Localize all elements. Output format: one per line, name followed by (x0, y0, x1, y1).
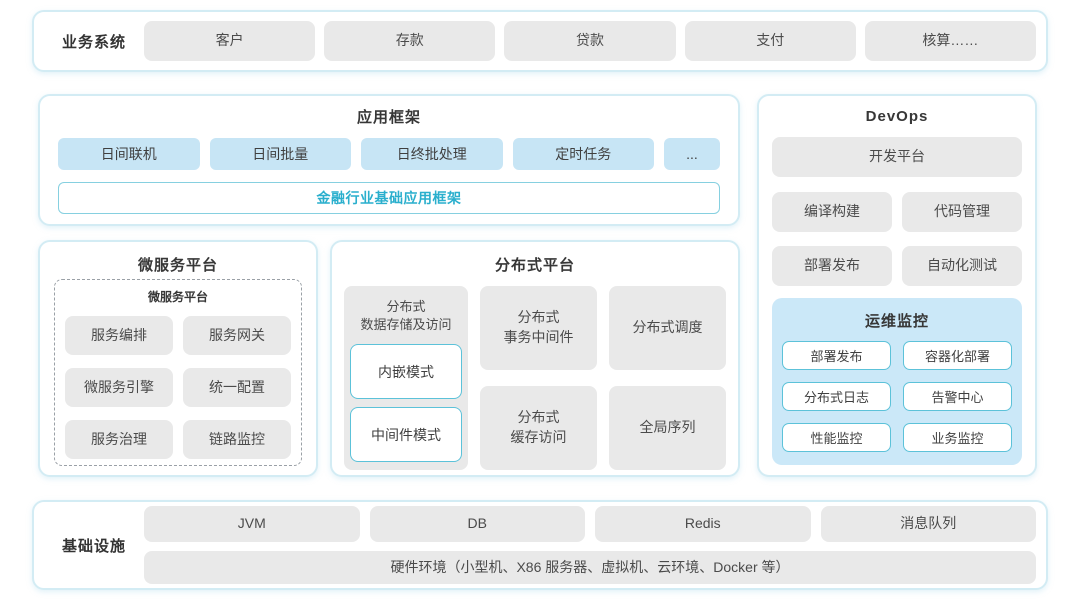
infra-item-redis: Redis (595, 506, 811, 542)
devops-panel: DevOps 开发平台 编译构建 代码管理 部署发布 自动化测试 运维监控 部署… (757, 94, 1037, 477)
app-framework-items: 日间联机 日间批量 日终批处理 定时任务 ... (58, 138, 720, 170)
ms-item-unified-config: 统一配置 (183, 368, 291, 407)
microservice-inner-title: 微服务平台 (147, 290, 208, 304)
business-item-deposit: 存款 (324, 21, 496, 61)
distributed-title: 分布式平台 (494, 257, 575, 274)
monitor-item-deploy-release: 部署发布 (782, 341, 891, 370)
infra-hardware-env-bar: 硬件环境（小型机、X86 服务器、虚拟机、云环境、Docker 等） (144, 551, 1036, 584)
distributed-storage-group: 分布式 数据存储及访问 内嵌模式 中间件模式 (344, 286, 468, 470)
ops-monitor-panel: 运维监控 部署发布 容器化部署 分布式日志 告警中心 性能监控 业务监控 (772, 298, 1022, 465)
af-item-eod-batch: 日终批处理 (361, 138, 503, 170)
storage-mode-middleware: 中间件模式 (350, 407, 462, 462)
business-item-accounting: 核算…… (864, 21, 1037, 61)
ms-item-service-governance: 服务治理 (65, 420, 173, 459)
af-item-scheduled-task: 定时任务 (512, 138, 654, 170)
business-item-customer: 客户 (144, 21, 316, 61)
ops-monitor-items: 部署发布 容器化部署 分布式日志 告警中心 性能监控 业务监控 (782, 341, 1012, 452)
ms-item-trace-monitor: 链路监控 (183, 420, 291, 459)
finance-base-framework-bar: 金融行业基础应用框架 (58, 182, 720, 214)
infrastructure-content: JVM DB Redis 消息队列 硬件环境（小型机、X86 服务器、虚拟机、云… (144, 506, 1036, 584)
devops-item-build: 编译构建 (772, 192, 892, 232)
dist-item-transaction-middleware: 分布式 事务中间件 (480, 286, 597, 370)
monitor-item-container-deploy: 容器化部署 (903, 341, 1012, 370)
af-item-more: ... (664, 138, 720, 170)
microservice-title: 微服务平台 (137, 257, 218, 274)
microservice-inner-box: 微服务平台 服务编排 服务网关 微服务引擎 统一配置 服务治理 链路监控 (54, 279, 302, 466)
business-systems-items: 客户 存款 贷款 支付 核算…… (144, 21, 1037, 61)
ms-item-service-gateway: 服务网关 (183, 316, 291, 355)
monitor-item-distributed-log: 分布式日志 (782, 382, 891, 411)
infrastructure-label: 基础设施 (61, 537, 126, 555)
devops-items: 编译构建 代码管理 部署发布 自动化测试 (772, 192, 1022, 286)
monitor-item-performance: 性能监控 (782, 423, 891, 452)
devops-item-code-mgmt: 代码管理 (902, 192, 1022, 232)
microservice-platform-panel: 微服务平台 微服务平台 服务编排 服务网关 微服务引擎 统一配置 服务治理 链路… (38, 240, 318, 477)
devops-title: DevOps (865, 108, 929, 125)
infra-item-mq: 消息队列 (820, 506, 1036, 542)
ms-item-service-orchestration: 服务编排 (65, 316, 173, 355)
dist-item-cache-access: 分布式 缓存访问 (480, 386, 597, 470)
business-systems-label: 业务系统 (61, 33, 126, 51)
monitor-item-business: 业务监控 (903, 423, 1012, 452)
dist-item-global-sequence: 全局序列 (609, 386, 726, 470)
app-framework-title: 应用框架 (356, 109, 421, 126)
devops-dev-platform: 开发平台 (772, 137, 1022, 177)
monitor-item-alert-center: 告警中心 (903, 382, 1012, 411)
business-item-loan: 贷款 (504, 21, 676, 61)
storage-mode-embedded: 内嵌模式 (350, 344, 462, 400)
business-systems-band: 业务系统 客户 存款 贷款 支付 核算…… (32, 10, 1048, 72)
microservice-items: 服务编排 服务网关 微服务引擎 统一配置 服务治理 链路监控 (65, 316, 291, 459)
distributed-platform-panel: 分布式平台 分布式 数据存储及访问 内嵌模式 中间件模式 分布式 事务中间件 分… (330, 240, 740, 477)
ops-monitor-title: 运维监控 (864, 313, 929, 330)
devops-item-deploy: 部署发布 (772, 246, 892, 286)
app-framework-panel: 应用框架 日间联机 日间批量 日终批处理 定时任务 ... 金融行业基础应用框架 (38, 94, 740, 226)
business-item-payment: 支付 (684, 21, 856, 61)
infra-item-db: DB (369, 506, 585, 542)
af-item-daytime-online: 日间联机 (58, 138, 200, 170)
infrastructure-band: 基础设施 JVM DB Redis 消息队列 硬件环境（小型机、X86 服务器、… (32, 500, 1048, 590)
devops-item-auto-test: 自动化测试 (902, 246, 1022, 286)
af-item-daytime-batch: 日间批量 (209, 138, 351, 170)
distributed-items: 分布式 数据存储及访问 内嵌模式 中间件模式 分布式 事务中间件 分布式调度 分… (344, 286, 726, 470)
distributed-storage-title: 分布式 数据存储及访问 (360, 299, 452, 333)
dist-item-scheduling: 分布式调度 (609, 286, 726, 370)
ms-item-microservice-engine: 微服务引擎 (65, 368, 173, 407)
infra-item-jvm: JVM (144, 506, 360, 542)
infrastructure-items: JVM DB Redis 消息队列 (144, 506, 1036, 542)
